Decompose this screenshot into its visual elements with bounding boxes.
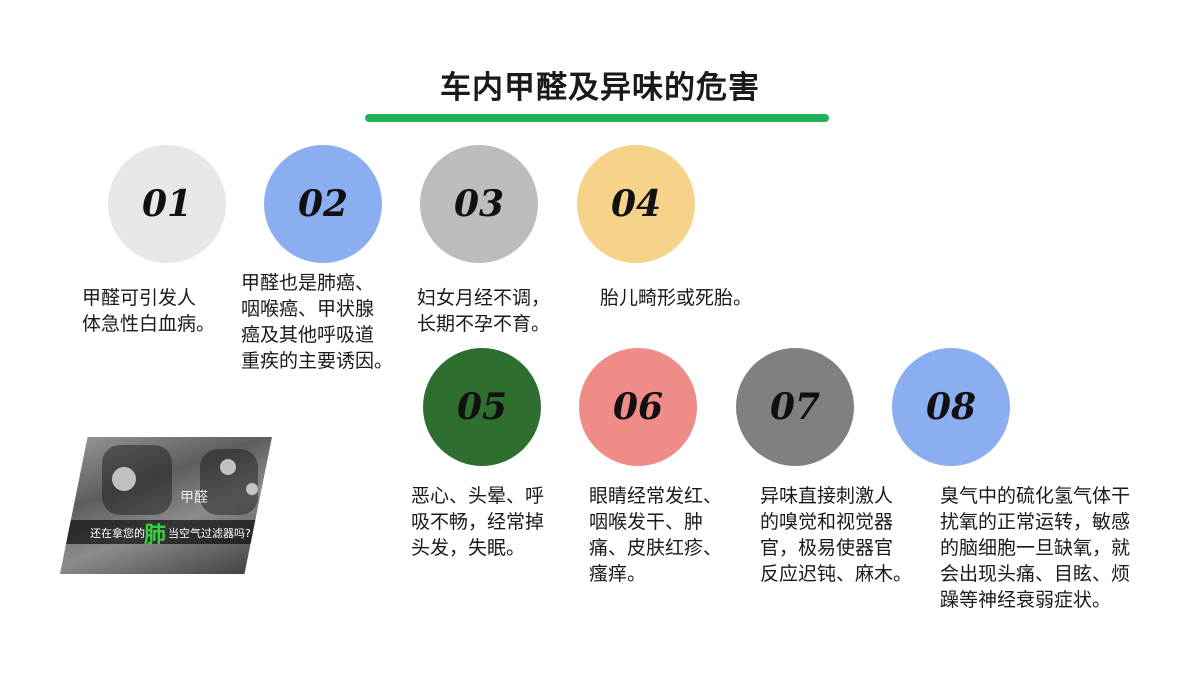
number-circle-04: 04 [577, 145, 695, 263]
photo-caption-highlight: 肺 [144, 523, 167, 548]
number-label: 02 [297, 183, 349, 225]
item-desc-04: 胎儿畸形或死胎。 [600, 287, 753, 309]
number-label: 05 [456, 386, 508, 428]
number-circle-05: 05 [423, 348, 541, 466]
item-desc-01: 甲醛可引发人 体急性白血病。 [82, 287, 216, 335]
number-label: 08 [925, 386, 977, 428]
title-underline [365, 114, 829, 122]
number-label: 04 [610, 183, 662, 225]
number-label: 06 [612, 386, 664, 428]
number-circle-03: 03 [420, 145, 538, 263]
car-interior-photo: 甲醛 还在拿您的 肺 当空气过滤器吗? [60, 437, 272, 574]
slide-title: 车内甲醛及异味的危害 [440, 70, 760, 106]
photo-overlay-text: 甲醛 [180, 490, 208, 506]
item-desc-03: 妇女月经不调， 长期不孕不育。 [417, 287, 551, 335]
number-label: 01 [141, 183, 193, 225]
number-circle-02: 02 [264, 145, 382, 263]
number-circle-08: 08 [892, 348, 1010, 466]
item-desc-08: 臭气中的硫化氢气体干 扰氧的正常运转，敏感 的脑细胞一旦缺氧，就 会出现头痛、目… [940, 485, 1131, 611]
number-circle-07: 07 [736, 348, 854, 466]
photo-caption-before: 还在拿您的 [90, 527, 145, 540]
item-desc-02: 甲醛也是肺癌、 咽喉癌、甲状腺 癌及其他呼吸道 重疾的主要诱因。 [241, 272, 394, 372]
number-label: 07 [769, 386, 821, 428]
number-circle-06: 06 [579, 348, 697, 466]
photo-caption-strip [60, 520, 272, 544]
photo-caption-after: 当空气过滤器吗? [168, 527, 251, 540]
item-desc-05: 恶心、头晕、呼 吸不畅，经常掉 头发，失眠。 [411, 485, 545, 559]
number-circle-01: 01 [108, 145, 226, 263]
number-label: 03 [453, 183, 505, 225]
item-desc-07: 异味直接刺激人 的嗅觉和视觉器 官，极易使器官 反应迟钝、麻木。 [760, 485, 913, 585]
item-desc-06: 眼睛经常发红、 咽喉发干、肿 痛、皮肤红疹、 瘙痒。 [589, 485, 723, 585]
